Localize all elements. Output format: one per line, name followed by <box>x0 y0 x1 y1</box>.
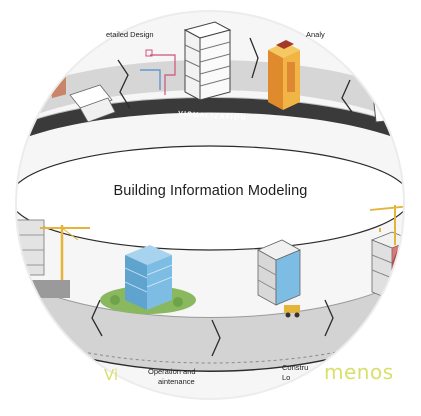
detailed-design-label: etailed Design <box>106 30 154 39</box>
operation-tower <box>100 245 196 314</box>
analysis-label: Analy <box>306 30 325 39</box>
construction-label-line2: Lo <box>282 373 291 382</box>
detailed-design-tower <box>140 21 232 101</box>
center-oval <box>16 146 404 250</box>
operation-label-line2: aintenance <box>158 377 195 386</box>
watermark-right: menos <box>324 360 394 384</box>
watermark-left: Vi <box>104 366 119 384</box>
analysis-tower <box>268 40 300 110</box>
construction-label-line1: Constru <box>282 363 309 372</box>
documentation-sheets <box>371 79 404 123</box>
upper-ring-band <box>16 60 404 150</box>
operation-label-line1: Operation and <box>148 367 196 376</box>
construction-building <box>257 239 301 318</box>
diagram-title: Building Information Modeling <box>113 183 308 199</box>
lower-ring-band <box>16 250 404 372</box>
